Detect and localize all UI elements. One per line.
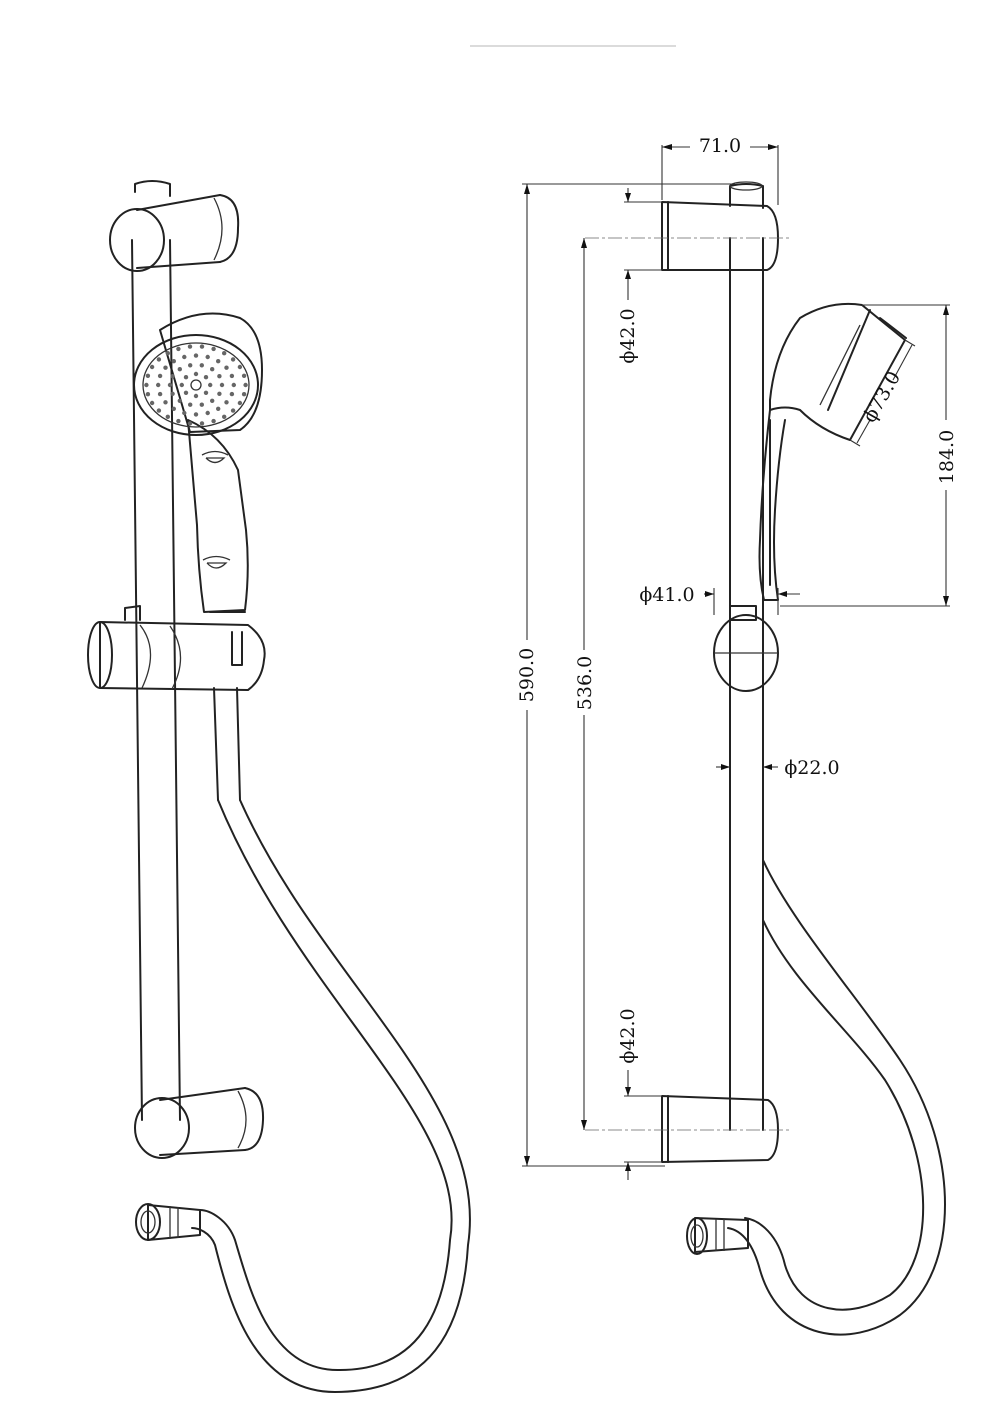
- spray-nozzle: [219, 382, 225, 388]
- spray-nozzle: [157, 391, 163, 397]
- dim-height-536: 536.0: [574, 656, 596, 710]
- front-view: 71.0 ϕ42.0 ϕ73.0 184.0 ϕ41.0 590.0 536.0…: [516, 135, 958, 1336]
- spray-nozzle: [171, 359, 176, 364]
- iso-slider-holder: [87, 605, 266, 691]
- spray-nozzle: [210, 398, 215, 403]
- spray-nozzle: [208, 382, 213, 388]
- spray-nozzle: [241, 373, 247, 378]
- iso-hose-drop-right: [236, 687, 241, 801]
- dim-dia-42-top: ϕ42.0: [617, 308, 639, 363]
- spray-nozzle: [222, 351, 227, 356]
- spray-nozzle: [231, 382, 236, 388]
- dim-dia-41: ϕ41.0: [639, 584, 694, 606]
- spray-nozzle: [156, 357, 162, 362]
- spray-nozzle: [187, 344, 193, 349]
- spray-nozzle: [237, 400, 243, 406]
- spray-nozzle: [224, 365, 229, 370]
- spray-nozzle: [222, 414, 227, 419]
- spray-nozzle: [176, 346, 181, 352]
- spray-nozzle: [177, 367, 182, 372]
- spray-nozzle: [167, 382, 173, 388]
- spray-nozzle: [217, 391, 222, 396]
- spray-nozzle: [183, 375, 189, 380]
- spray-nozzle: [188, 363, 193, 368]
- dim-dia-42-bottom: ϕ42.0: [617, 1008, 639, 1063]
- spray-nozzle: [216, 359, 221, 364]
- iso-spray-nozzles: [144, 344, 248, 426]
- spray-nozzle: [193, 353, 199, 358]
- spray-nozzle: [177, 398, 182, 403]
- spray-nozzle: [176, 418, 181, 424]
- spray-nozzle: [210, 367, 215, 372]
- front-hand-shower: [758, 302, 907, 601]
- iso-hose-drop-left: [213, 687, 219, 801]
- spray-nozzle: [165, 414, 170, 419]
- spray-nozzle: [211, 346, 216, 352]
- spray-nozzle: [182, 354, 187, 360]
- spray-nozzle: [237, 364, 243, 370]
- spray-nozzle: [163, 365, 168, 370]
- spray-nozzle: [157, 373, 163, 379]
- spray-nozzle: [199, 402, 204, 407]
- spray-nozzle: [193, 412, 199, 417]
- spray-nozzle: [211, 418, 216, 424]
- spray-nozzle: [199, 421, 205, 426]
- spray-nozzle: [182, 410, 187, 416]
- spray-nozzle: [188, 402, 193, 407]
- front-shower-hose: [686, 859, 946, 1336]
- spray-nozzle: [171, 406, 176, 411]
- iso-shower-hose: [135, 799, 471, 1393]
- spray-nozzle: [170, 391, 175, 396]
- spray-nozzle: [145, 373, 151, 378]
- spray-nozzle: [199, 363, 204, 368]
- spray-nozzle: [203, 390, 209, 395]
- spray-nozzle: [170, 374, 175, 379]
- iso-bottom-bracket: [134, 1087, 265, 1159]
- spray-nozzle: [183, 390, 189, 395]
- dim-dia-22: ϕ22.0: [784, 757, 839, 779]
- spray-nozzle: [229, 373, 235, 379]
- dimension-lines: [522, 144, 950, 1180]
- spray-nozzle: [203, 375, 209, 380]
- iso-hand-shower: [133, 312, 263, 613]
- front-slider: [713, 605, 779, 692]
- spray-nozzle: [229, 391, 235, 397]
- dim-dia-73: ϕ73.0: [858, 368, 905, 427]
- spray-nozzle: [144, 382, 149, 388]
- spray-nozzle: [241, 392, 247, 397]
- spray-nozzle: [156, 382, 161, 388]
- spray-nozzle: [149, 364, 155, 370]
- dim-height-184: 184.0: [936, 430, 958, 484]
- spray-nozzle: [216, 406, 221, 411]
- spray-nozzle: [205, 354, 210, 360]
- dim-width-71: 71.0: [699, 135, 741, 157]
- spray-nozzle: [163, 400, 168, 405]
- dimension-labels: 71.0 ϕ42.0 ϕ73.0 184.0 ϕ41.0 590.0 536.0…: [516, 135, 958, 1064]
- spray-nozzle: [230, 408, 236, 413]
- spray-nozzle: [199, 344, 205, 349]
- spray-nozzle: [230, 357, 236, 362]
- spray-nozzle: [149, 400, 155, 406]
- spray-nozzle: [193, 371, 199, 377]
- spray-nozzle: [187, 421, 193, 426]
- iso-top-bracket: [109, 180, 240, 272]
- spray-nozzle: [179, 382, 184, 388]
- front-bottom-bracket: [585, 1095, 790, 1163]
- spray-nozzle: [205, 410, 210, 416]
- spray-nozzle: [156, 408, 162, 413]
- dim-height-590: 590.0: [516, 648, 538, 702]
- spray-nozzle: [193, 393, 199, 399]
- isometric-view: [87, 180, 471, 1393]
- spray-nozzle: [217, 374, 222, 379]
- spray-nozzle: [145, 392, 151, 397]
- spray-nozzle: [224, 400, 229, 405]
- spray-nozzle: [165, 351, 170, 356]
- front-top-bracket: [585, 181, 790, 271]
- spray-nozzle: [243, 382, 248, 388]
